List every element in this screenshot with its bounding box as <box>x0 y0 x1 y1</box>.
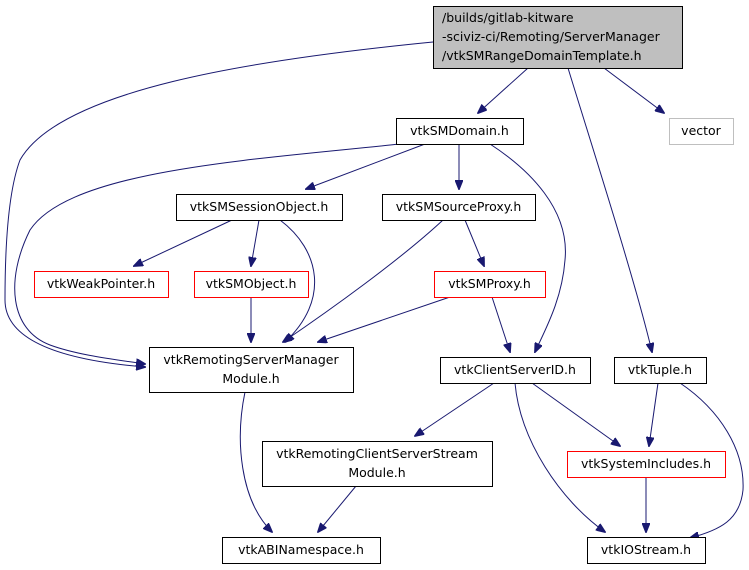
node-box <box>34 271 169 298</box>
node-vector[interactable]: vector <box>669 118 734 145</box>
node-box <box>669 118 734 145</box>
edge-vtkSMSourceProxy-to-vtkSMProxy <box>464 219 484 266</box>
node-label: vtkSystemIncludes.h <box>581 456 711 471</box>
node-label: /builds/gitlab-kitware <box>442 10 574 25</box>
node-vtkIOStream[interactable]: vtkIOStream.h <box>587 537 706 564</box>
edge-vtkSMSessionObject-to-vtkSMObject <box>251 219 260 266</box>
node-box <box>222 537 381 564</box>
node-box <box>262 441 493 487</box>
edge-vtkClientServerID-to-vtkIOStream <box>514 382 605 532</box>
node-label: vtkSMSourceProxy.h <box>396 199 522 214</box>
node-label: vtkRemotingServerManager <box>163 352 339 367</box>
node-vtkClientServerID[interactable]: vtkClientServerID.h <box>440 357 591 384</box>
edge-vtkTuple-to-vtkSystemIncludes <box>649 382 659 446</box>
edge-vtkClientServerID-to-vtkRemotingClientServerStreamModule <box>415 382 495 436</box>
node-vtkSMDomain[interactable]: vtkSMDomain.h <box>396 118 524 145</box>
node-label: vtkABINamespace.h <box>238 542 364 557</box>
node-box <box>434 271 546 298</box>
edge-vtkTuple-to-vtkIOStream <box>679 382 744 538</box>
node-box <box>567 451 726 478</box>
edge-root-to-vtkRemotingServerManagerModule <box>4 41 434 367</box>
node-label: vtkClientServerID.h <box>454 362 576 377</box>
node-box <box>614 357 707 384</box>
node-box <box>194 271 309 298</box>
edge-vtkClientServerID-to-vtkSystemIncludes <box>531 382 620 446</box>
edge-vtkSMSessionObject-to-vtkWeakPointer <box>134 219 233 266</box>
node-box <box>176 194 343 221</box>
node-label: vtkWeakPointer.h <box>47 276 155 291</box>
node-label: vtkTuple.h <box>628 362 692 377</box>
node-label: /vtkSMRangeDomainTemplate.h <box>442 48 642 63</box>
node-vtkTuple[interactable]: vtkTuple.h <box>614 357 707 384</box>
node-label: vtkSMObject.h <box>206 276 297 291</box>
node-vtkABINamespace[interactable]: vtkABINamespace.h <box>222 537 381 564</box>
node-vtkSMProxy[interactable]: vtkSMProxy.h <box>434 271 546 298</box>
node-box <box>587 537 706 564</box>
node-box <box>433 6 683 69</box>
node-box <box>149 347 354 393</box>
node-vtkSystemIncludes[interactable]: vtkSystemIncludes.h <box>567 451 726 478</box>
node-label: -sciviz-ci/Remoting/ServerManager <box>442 29 661 44</box>
node-box <box>382 194 536 221</box>
node-label: vtkSMDomain.h <box>410 123 509 138</box>
edge-vtkSMProxy-to-vtkClientServerID <box>491 296 510 352</box>
node-box <box>396 118 524 145</box>
node-label: vector <box>681 123 722 138</box>
node-label: Module.h <box>348 465 405 480</box>
node-root[interactable]: /builds/gitlab-kitware -sciviz-ci/Remotin… <box>433 6 683 69</box>
node-vtkSMSourceProxy[interactable]: vtkSMSourceProxy.h <box>382 194 536 221</box>
edge-vtkSMSessionObject-to-vtkRemotingServerManagerModule <box>279 219 316 342</box>
edge-vtkSMDomain-to-vtkClientServerID <box>489 143 566 352</box>
edge-root-to-vector <box>603 67 664 113</box>
node-label: vtkSMSessionObject.h <box>190 199 329 214</box>
edge-vtkSMDomain-to-vtkRemotingServerManagerModule <box>14 143 401 364</box>
edge-vtkSMProxy-to-vtkRemotingServerManagerModule <box>318 296 451 342</box>
edge-vtkSMDomain-to-vtkSMSessionObject <box>306 143 426 189</box>
node-box <box>440 357 591 384</box>
nodes-layer: /builds/gitlab-kitware -sciviz-ci/Remotin… <box>34 6 734 564</box>
edge-root-to-vtkSMDomain <box>478 67 529 113</box>
node-label: vtkSMProxy.h <box>448 276 531 291</box>
node-label: Module.h <box>222 371 279 386</box>
edge-root-to-vtkTuple <box>567 67 652 352</box>
node-vtkWeakPointer[interactable]: vtkWeakPointer.h <box>34 271 169 298</box>
node-label: vtkRemotingClientServerStream <box>276 446 478 461</box>
node-vtkSMSessionObject[interactable]: vtkSMSessionObject.h <box>176 194 343 221</box>
edge-vtkSMSourceProxy-to-vtkRemotingServerManagerModule <box>283 219 444 342</box>
edges-layer <box>4 41 744 538</box>
edge-vtkRemotingServerManagerModule-to-vtkABINamespace <box>239 391 272 532</box>
edge-vtkRemotingClientServerStreamModule-to-vtkABINamespace <box>318 485 357 532</box>
node-label: vtkIOStream.h <box>601 542 691 557</box>
node-vtkSMObject[interactable]: vtkSMObject.h <box>194 271 309 298</box>
